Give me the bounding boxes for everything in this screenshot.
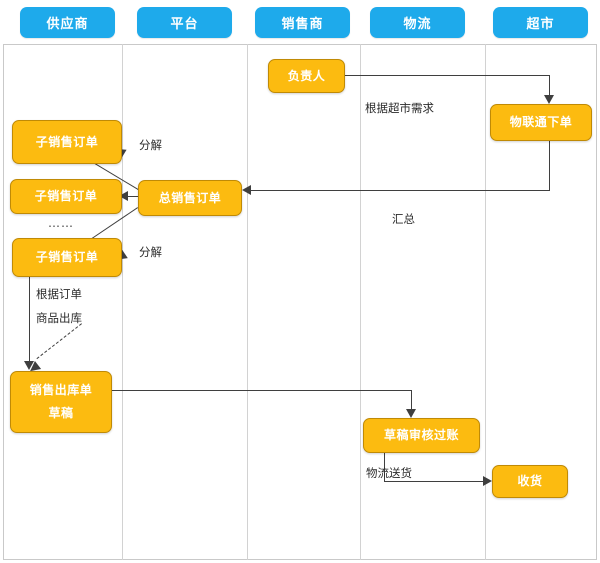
node-owner[interactable]: 负责人 xyxy=(268,59,345,93)
connector-sub3-to-outbound-vertical xyxy=(29,275,30,367)
arrowhead-audit-post-in xyxy=(406,409,416,418)
arrowhead-receive-in xyxy=(483,476,492,486)
lane-header-market[interactable]: 超市 xyxy=(493,7,588,38)
connector-outbound-to-audit-vertical xyxy=(411,390,412,410)
edge-label-summarize: 汇总 xyxy=(392,212,415,226)
connector-audit-to-receive-vertical xyxy=(384,452,385,481)
node-main-order[interactable]: 总销售订单 xyxy=(138,180,242,216)
lane-divider-3 xyxy=(360,44,361,560)
connector-iot-to-main-vertical xyxy=(549,140,550,191)
node-outbound-draft-line2: 草稿 xyxy=(48,406,74,420)
lane-divider-4 xyxy=(485,44,486,560)
lane-divider-2 xyxy=(247,44,248,560)
edge-label-by-order-line1: 根据订单 xyxy=(36,287,82,301)
edge-label-decompose-bottom: 分解 xyxy=(139,245,162,259)
arrowhead-main-order-in xyxy=(242,185,251,195)
node-sub-order-3[interactable]: 子销售订单 xyxy=(12,238,122,277)
arrowhead-sub-order-2-in xyxy=(119,191,128,201)
lane-header-logistics[interactable]: 物流 xyxy=(370,7,465,38)
node-outbound-draft[interactable]: 销售出库单 草稿 xyxy=(10,371,112,433)
lane-header-platform[interactable]: 平台 xyxy=(137,7,232,38)
arrowhead-iot-order-in xyxy=(544,95,554,104)
edge-label-by-market-demand: 根据超市需求 xyxy=(365,101,434,115)
connector-owner-to-iot-vertical xyxy=(549,75,550,97)
lane-header-supplier[interactable]: 供应商 xyxy=(20,7,115,38)
arrowhead-outbound-draft-in xyxy=(24,361,34,370)
node-audit-post[interactable]: 草稿审核过账 xyxy=(363,418,480,453)
edge-label-decompose-top: 分解 xyxy=(139,138,162,152)
edge-label-by-order-line2: 商品出库 xyxy=(36,311,82,325)
connector-owner-to-iot-horizontal xyxy=(345,75,549,76)
connector-audit-to-receive-horizontal xyxy=(384,481,484,482)
connector-outbound-to-audit-horizontal xyxy=(112,390,412,391)
node-sub-order-1[interactable]: 子销售订单 xyxy=(12,120,122,164)
connector-iot-to-main-horizontal xyxy=(251,190,550,191)
node-sub-order-2[interactable]: 子销售订单 xyxy=(10,179,122,214)
node-receive[interactable]: 收货 xyxy=(492,465,568,498)
node-outbound-draft-line1: 销售出库单 xyxy=(29,383,93,398)
edge-label-logistics-deliver: 物流送货 xyxy=(366,466,412,480)
ellipsis-more-sub-orders: …… xyxy=(48,216,74,230)
lane-divider-1 xyxy=(122,44,123,560)
node-iot-order[interactable]: 物联通下单 xyxy=(490,104,592,141)
lane-header-dealer[interactable]: 销售商 xyxy=(255,7,350,38)
